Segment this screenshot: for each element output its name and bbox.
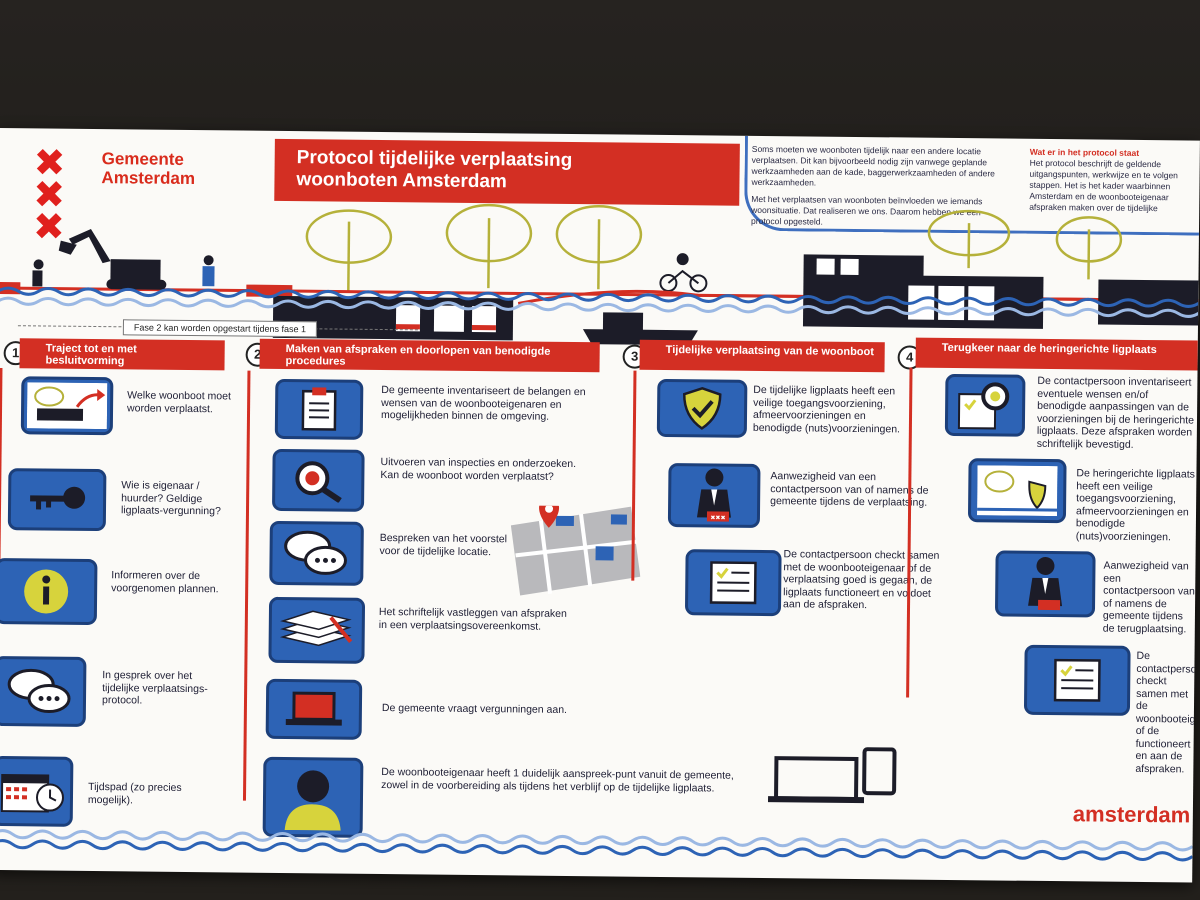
timeline-line	[242, 370, 251, 801]
step-text: De woonbooteigenaar heeft 1 duidelijk aa…	[381, 766, 734, 795]
step-text: In gesprek over het tijdelijke verplaats…	[101, 669, 208, 707]
excavator-icon	[58, 228, 167, 290]
chat-icon	[269, 520, 364, 586]
water-waves	[0, 286, 1199, 318]
key-icon	[7, 468, 107, 532]
magnifier-icon	[272, 448, 365, 512]
step-text: De heringerichte ligplaats heeft een vei…	[1075, 467, 1195, 543]
org-line1: Gemeente	[101, 149, 184, 169]
column-heading-4: Terugkeer naar de heringerichte ligplaat…	[915, 337, 1198, 371]
step-text: De gemeente vraagt vergunningen aan.	[381, 702, 568, 716]
intro-paragraph-1: Soms moeten we woonboten tijdelijk naar …	[751, 143, 995, 188]
step-text: Uitvoeren van inspecties en onderzoeken.…	[380, 456, 577, 483]
step-text: Aanwezigheid van een contactpersoon van …	[770, 470, 929, 509]
bottom-waves	[0, 829, 1193, 862]
svg-text:✖✖✖: ✖✖✖	[710, 514, 725, 521]
cyclist-icon	[659, 253, 708, 293]
org-line2: Amsterdam	[101, 168, 196, 189]
info-icon	[0, 557, 98, 626]
step-text: De contactpersoon checkt samen met de wo…	[1135, 649, 1200, 775]
houseboat-icon	[272, 295, 514, 341]
step-text: Bespreken van het voorstel voor de tijde…	[379, 531, 508, 558]
calendar-clock-icon	[0, 755, 74, 827]
shield-check-icon	[656, 378, 748, 438]
column-heading-3: Tijdelijke verplaatsing van de woonboot	[639, 339, 885, 373]
laptop-icon	[265, 678, 363, 740]
contact-person-icon	[994, 550, 1096, 618]
step-text: Het schriftelijk vastleggen van afsprake…	[378, 605, 567, 633]
checklist-icon	[684, 549, 782, 617]
step-text: De contactpersoon inventariseert eventue…	[1036, 374, 1195, 451]
paper-stack-icon	[268, 596, 366, 664]
worker-icon	[32, 255, 215, 287]
phase-note: Fase 2 kan worden opgestart tijdens fase…	[122, 319, 318, 338]
step-text: Informeren over de voorgenomen plannen.	[111, 569, 219, 595]
timeline-line	[906, 367, 913, 698]
boat-icon	[1098, 279, 1199, 326]
column-heading-2: Maken van afspraken en doorlopen van ben…	[259, 338, 600, 373]
step-text: Welke woonboot moet worden verplaatst.	[127, 389, 231, 415]
contact-person-icon: ✖✖✖	[667, 463, 761, 528]
houseboat-move-icon	[20, 376, 114, 436]
step-text: De contactpersoon checkt samen met de wo…	[782, 548, 940, 612]
person-icon	[262, 756, 364, 838]
step-text: De gemeente inventariseert de belangen e…	[380, 384, 586, 423]
step-text: Wie is eigenaar / huurder? Geldige ligpl…	[120, 479, 221, 518]
checklist-icon	[1023, 644, 1131, 716]
step-text: De tijdelijke ligplaats heeft een veilig…	[752, 383, 901, 435]
poster: ✖ ✖ ✖ Gemeente Amsterdam Protocol tijdel…	[0, 128, 1200, 883]
tree-icon	[305, 203, 1123, 292]
clipboard-icon	[274, 378, 364, 440]
brand-wordmark: amsterdam	[1072, 801, 1191, 828]
map-icon	[510, 505, 641, 596]
devices-icon	[767, 747, 897, 804]
chat-icon	[0, 655, 87, 727]
column-heading-1: Traject tot en met besluitvorming	[19, 338, 225, 371]
step-text: Aanwezigheid van een contactpersoon van …	[1102, 559, 1195, 635]
org-name: Gemeente Amsterdam	[101, 149, 195, 188]
inspect-document-icon	[944, 373, 1026, 437]
berth-check-icon	[967, 458, 1067, 524]
step-text: Tijdspad (zo precies mogelijk).	[87, 780, 182, 806]
